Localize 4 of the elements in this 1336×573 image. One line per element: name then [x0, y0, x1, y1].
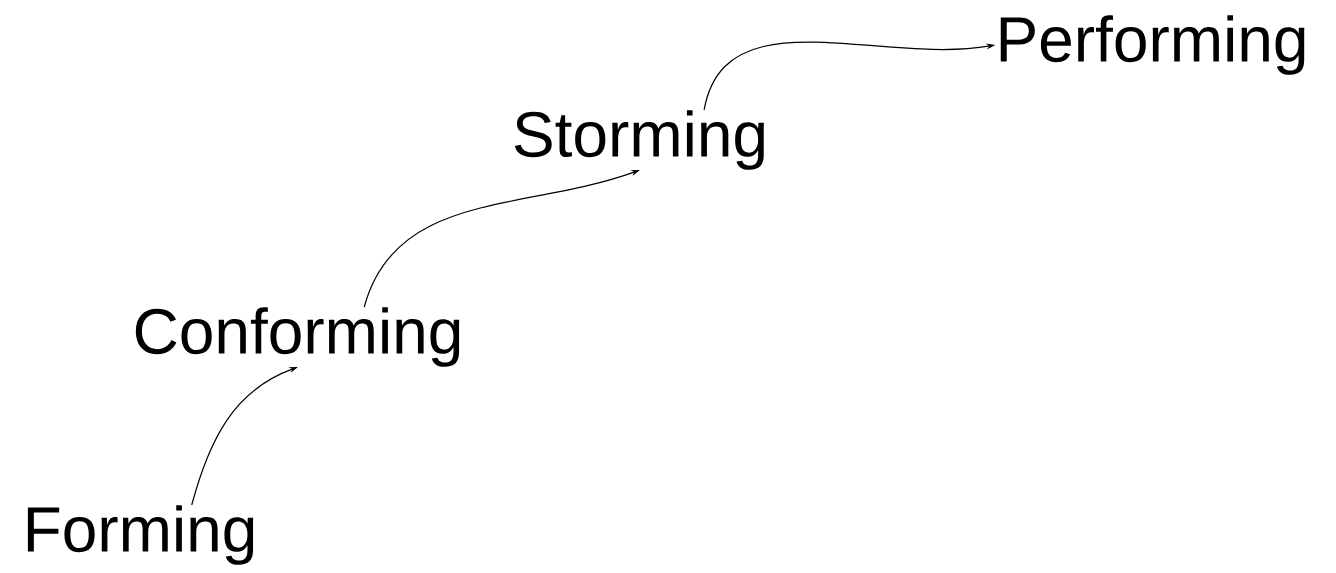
stage-label: Forming: [27, 505, 254, 565]
stage-label: Storming: [514, 110, 764, 170]
stage-label: Performing: [1000, 15, 1305, 75]
stage-label: Conforming: [135, 307, 460, 367]
